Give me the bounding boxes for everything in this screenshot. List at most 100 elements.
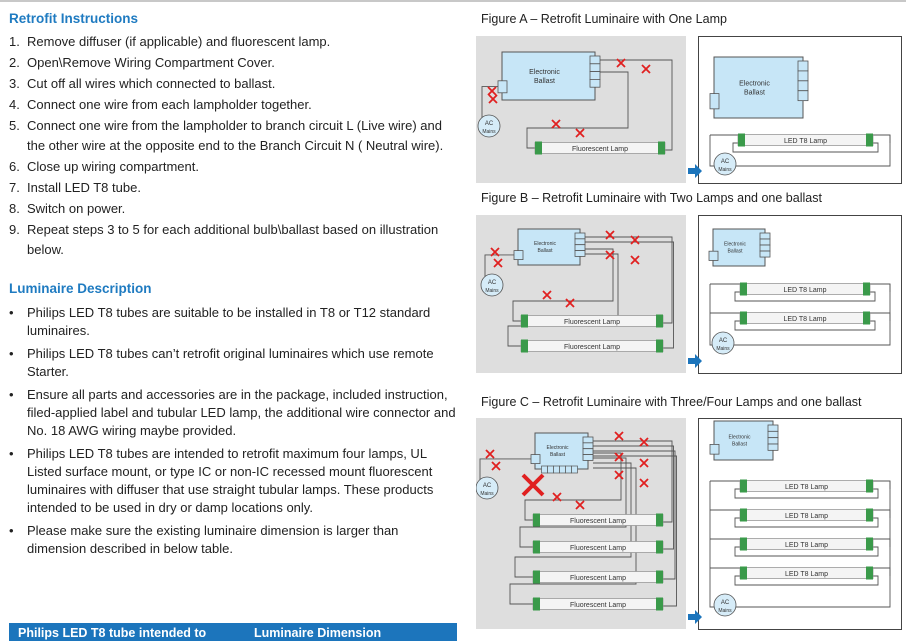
step-number: 1. [9, 34, 20, 49]
bullet-text: Philips LED T8 tubes are intended to ret… [27, 446, 434, 515]
mains-label: Mains [482, 129, 496, 135]
cut-wire-mark [542, 290, 552, 300]
cut-wire-mark [521, 473, 545, 497]
led-lamp-label: LED T8 Lamp [783, 287, 826, 294]
ballast-connector [797, 90, 809, 102]
wire [734, 546, 879, 557]
wire [481, 86, 498, 126]
cut-wire-mark [565, 298, 575, 308]
lampholder-right [863, 282, 870, 296]
cut-wire-mark [490, 247, 500, 257]
wire [593, 450, 676, 580]
arrow-right-icon [688, 354, 702, 368]
ballast-connector [582, 442, 594, 450]
cut-wire-mark [616, 58, 626, 68]
bullet-icon: • [9, 387, 14, 402]
ac-label: AC [721, 159, 730, 165]
retrofit-step: 6. Close up wiring compartment. [9, 157, 459, 177]
ballast-input-connector [513, 250, 524, 260]
led-lamp-label: LED T8 Lamp [785, 484, 828, 491]
cut-wire-mark [605, 250, 615, 260]
retrofit-step: 1.Remove diffuser (if applicable) and fl… [9, 32, 459, 52]
ballast-label: Electronic [724, 242, 746, 248]
cut-wire-mark [614, 470, 624, 480]
step-number: 5. [9, 118, 20, 133]
lampholder-right [658, 141, 665, 155]
lampholder-right [866, 479, 873, 493]
ac-label: AC [483, 483, 492, 489]
ac-mains-icon [713, 593, 737, 617]
ballast-bottom-connector [553, 465, 560, 474]
led-lamp-label: LED T8 Lamp [785, 513, 828, 520]
step-number: 2. [9, 55, 20, 70]
lampholder-right [866, 133, 873, 147]
cut-wire-mark [641, 64, 651, 74]
ballast-connector [759, 250, 771, 258]
wire [709, 481, 891, 608]
lampholder-left [521, 339, 528, 353]
step-text: Close up wiring compartment. [27, 159, 199, 174]
ballast-connector [589, 79, 601, 88]
ballast-bottom-connector [571, 465, 578, 474]
lampholder-right [656, 513, 663, 527]
ac-mains-icon [476, 476, 499, 500]
ballast-label: Electronic [529, 69, 560, 76]
lampholder-right [656, 570, 663, 584]
ballast-label: Electronic [739, 81, 770, 88]
lampholder-left [740, 479, 747, 493]
table-header-cell: Philips LED T8 tube intended to [18, 626, 207, 640]
luminaire-bullet: •Ensure all parts and accessories are in… [9, 386, 459, 440]
wire [593, 445, 674, 550]
bullet-icon: • [9, 523, 14, 538]
luminaire-bullet: • Philips LED T8 tubes can’t retrofit ori… [9, 345, 459, 381]
wire [514, 462, 632, 578]
step-text: Install LED T8 tube. [27, 180, 141, 195]
ballast-bottom-connector [565, 465, 572, 474]
mains-label: Mains [480, 491, 494, 497]
ballast-connector [797, 80, 809, 92]
bullet-icon: • [9, 305, 14, 320]
dimension-table-header: Philips LED T8 tube intended to Luminair… [9, 623, 457, 641]
cut-wire-mark [630, 255, 640, 265]
lampholder-left [740, 537, 747, 551]
ballast-label: Electronic [547, 445, 569, 451]
luminaire-bullets: •Philips LED T8 tubes are suitable to be… [9, 304, 459, 558]
ballast-connector [759, 244, 771, 252]
wire [734, 291, 876, 302]
step-text: Cut off all wires which connected to bal… [27, 76, 276, 91]
ballast-connector [582, 454, 594, 461]
ballast-connector [759, 238, 771, 246]
bullet-text: Philips LED T8 tubes can’t retrofit orig… [27, 346, 434, 379]
step-number: 6. [9, 159, 20, 174]
ballast-label: Ballast [744, 90, 765, 97]
ballast-input-connector [708, 250, 719, 261]
lampholder-right [656, 339, 663, 353]
mains-label: Mains [718, 167, 732, 173]
lampholder-right [656, 540, 663, 554]
bullet-icon: • [9, 346, 14, 361]
ballast-connector [767, 443, 779, 451]
step-text: Switch on power. [27, 201, 126, 216]
cut-wire-mark [552, 492, 562, 502]
cut-wire-mark [487, 86, 497, 96]
ballast-bottom-connector [547, 465, 554, 474]
ballast-input-connector [530, 454, 541, 464]
ballast-label: Ballast [537, 248, 553, 254]
cut-wire-mark [614, 452, 624, 462]
ballast-connector [574, 250, 586, 257]
wire [734, 575, 879, 586]
wire [709, 135, 891, 167]
fluorescent-lamp-label: Fluorescent Lamp [564, 344, 620, 351]
cut-wire-mark [551, 119, 561, 129]
cut-wire-mark [491, 461, 501, 471]
wire [585, 241, 674, 349]
figure-c-title: Figure C – Retrofit Luminaire with Three… [481, 395, 862, 409]
step-text: Open\Remove Wiring Compartment Cover. [27, 55, 275, 70]
step-number: 7. [9, 180, 20, 195]
ballast-connector [582, 448, 594, 455]
lampholder-left [533, 597, 540, 611]
wire [512, 248, 614, 322]
ballast-connector [589, 55, 601, 65]
ballast-connector [574, 238, 586, 246]
